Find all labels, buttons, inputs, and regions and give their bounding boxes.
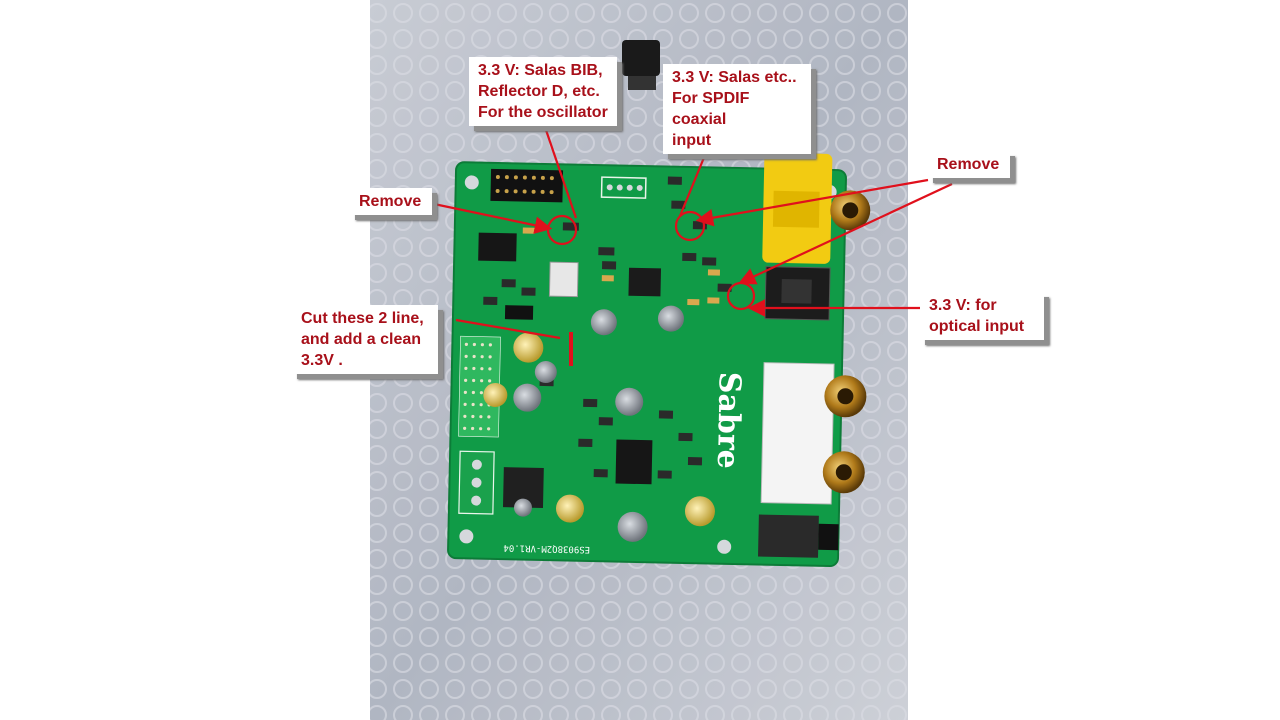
callout-oscillator: 3.3 V: Salas BIB, Reflector D, etc. For … <box>469 57 617 126</box>
svg-text:ES9038Q2M-VR1.04: ES9038Q2M-VR1.04 <box>503 542 590 554</box>
callout-remove-left: Remove <box>350 188 432 215</box>
pcb-photo: Sabre ES9038Q2M-VR1.04 <box>370 0 908 720</box>
callout-remove-right: Remove <box>928 151 1010 178</box>
jumper-connector <box>622 40 660 90</box>
pcb-board: Sabre ES9038Q2M-VR1.04 <box>447 152 871 568</box>
rca-output <box>760 362 867 505</box>
svg-text:Sabre: Sabre <box>710 372 747 470</box>
callout-spdif: 3.3 V: Salas etc.. For SPDIF coaxial inp… <box>663 64 811 154</box>
callout-optical: 3.3 V: for optical input <box>920 292 1044 340</box>
callout-cut-lines: Cut these 2 line, and add a clean 3.3V . <box>292 305 438 374</box>
